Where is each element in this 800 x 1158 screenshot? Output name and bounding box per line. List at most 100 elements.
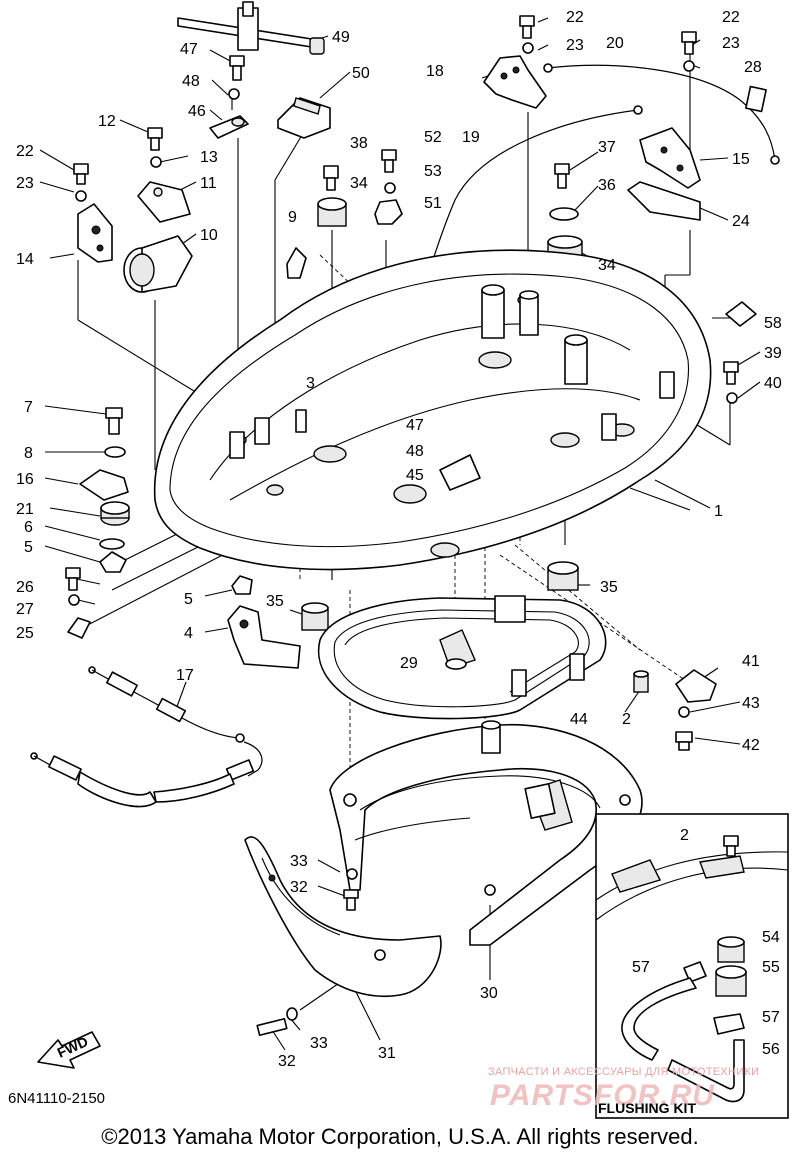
callout-5-left: 5 — [24, 539, 33, 556]
callout-4: 4 — [184, 625, 193, 642]
callout-49: 49 — [332, 29, 350, 46]
clip-9 — [286, 247, 307, 279]
callout-22-mid: 22 — [566, 9, 584, 26]
callout-labels: 49 47 48 46 50 12 13 22 23 11 14 10 38 3… — [16, 9, 782, 1070]
callout-36: 36 — [598, 177, 616, 194]
callout-24: 24 — [732, 213, 750, 230]
callout-56: 56 — [762, 1041, 780, 1058]
plate-24 — [627, 181, 701, 221]
adapter-54 — [717, 936, 745, 963]
callout-42: 42 — [742, 737, 760, 754]
lever-4 — [227, 605, 301, 669]
callout-6: 6 — [24, 519, 33, 536]
callout-28: 28 — [744, 59, 762, 76]
callout-35-right: 35 — [600, 579, 618, 596]
bolt-7 — [105, 407, 123, 435]
bolt-47-top — [229, 55, 245, 81]
grommet-46 — [209, 115, 249, 139]
callout-29: 29 — [400, 655, 418, 672]
label-28 — [745, 85, 767, 113]
callout-1: 1 — [714, 503, 723, 520]
bolt-12 — [147, 127, 163, 151]
bolt-2-kit — [723, 835, 739, 857]
cable-20 — [547, 64, 776, 161]
bolt-26 — [65, 567, 81, 591]
washer-13 — [150, 156, 162, 168]
bushing-21 — [100, 501, 130, 526]
callout-21: 21 — [16, 501, 34, 518]
callout-55: 55 — [762, 959, 780, 976]
clamp-57-right — [713, 1013, 745, 1035]
callout-37: 37 — [598, 139, 616, 156]
callout-23-left: 23 — [16, 175, 34, 192]
latch-14 — [77, 203, 113, 263]
washer-48-top — [228, 88, 240, 100]
damper-10 — [123, 235, 193, 293]
flushing-kit-title: FLUSHING KIT — [598, 1100, 696, 1116]
callout-22-right: 22 — [722, 9, 740, 26]
washer-23-left — [75, 190, 87, 202]
washer-23-mid — [522, 42, 534, 54]
callout-31: 31 — [378, 1045, 396, 1062]
watermark-tagline: ЗАПЧАСТИ И АКСЕССУАРЫ ДЛЯ МОТОТЕХНИКИ — [488, 1066, 760, 1078]
callout-57-left: 57 — [632, 959, 650, 976]
latch-18 — [483, 55, 547, 109]
callout-9: 9 — [288, 209, 297, 226]
washer-53 — [384, 182, 396, 194]
grommet-2-center — [633, 670, 649, 693]
bolt-52 — [381, 149, 397, 173]
washer-33-center — [346, 868, 358, 880]
callout-32-center: 32 — [290, 879, 308, 896]
callout-7: 7 — [24, 399, 33, 416]
cable-bracket-49 — [177, 1, 325, 55]
callout-52: 52 — [424, 129, 442, 146]
bolt-22-mid — [519, 15, 535, 39]
callout-22-left: 22 — [16, 143, 34, 160]
latch-15 — [639, 127, 701, 189]
callout-5-center: 5 — [184, 591, 193, 608]
grommet-34-left — [317, 197, 347, 227]
callout-14: 14 — [16, 251, 34, 268]
callout-47-mid: 47 — [406, 417, 424, 434]
holder-50 — [277, 97, 331, 139]
watermark-logo: PARTSFOR.RU — [490, 1079, 715, 1112]
washer-40 — [726, 392, 738, 404]
callout-12: 12 — [98, 113, 116, 130]
callout-19: 19 — [462, 129, 480, 146]
plate-25 — [67, 617, 91, 639]
callout-18: 18 — [426, 63, 444, 80]
callout-35-left: 35 — [266, 593, 284, 610]
copyright-notice: ©2013 Yamaha Motor Corporation, U.S.A. A… — [101, 1124, 699, 1149]
callout-48-mid: 48 — [406, 443, 424, 460]
bolt-42 — [675, 731, 693, 751]
callout-30: 30 — [480, 985, 498, 1002]
side-panel-31 — [244, 836, 442, 1037]
fwd-arrow: FWD — [37, 1031, 101, 1069]
callout-10: 10 — [200, 227, 218, 244]
callout-16: 16 — [16, 471, 34, 488]
washer-27 — [68, 594, 80, 606]
callout-51: 51 — [424, 195, 442, 212]
callout-33-center: 33 — [290, 853, 308, 870]
callout-23-right: 23 — [722, 35, 740, 52]
callout-15: 15 — [732, 151, 750, 168]
callout-25: 25 — [16, 625, 34, 642]
callout-46: 46 — [188, 103, 206, 120]
washer-36 — [549, 207, 579, 221]
bolt-32-center — [343, 889, 359, 911]
callout-23-mid: 23 — [566, 37, 584, 54]
callout-26: 26 — [16, 579, 34, 596]
callout-57-right: 57 — [762, 1009, 780, 1026]
callout-11: 11 — [200, 175, 217, 192]
label-58 — [725, 301, 757, 327]
callout-41: 41 — [742, 653, 760, 670]
lower-cover-30 — [329, 720, 643, 946]
diagram-code: 6N41110-2150 — [8, 1090, 106, 1107]
bolt-39 — [723, 361, 739, 385]
callout-38: 38 — [350, 135, 368, 152]
callout-3: 3 — [306, 375, 315, 392]
collar-5-left — [99, 551, 127, 573]
bolt-22-right — [681, 31, 697, 55]
flushing-kit-inset — [595, 813, 789, 1119]
callout-2-center: 2 — [622, 711, 631, 728]
